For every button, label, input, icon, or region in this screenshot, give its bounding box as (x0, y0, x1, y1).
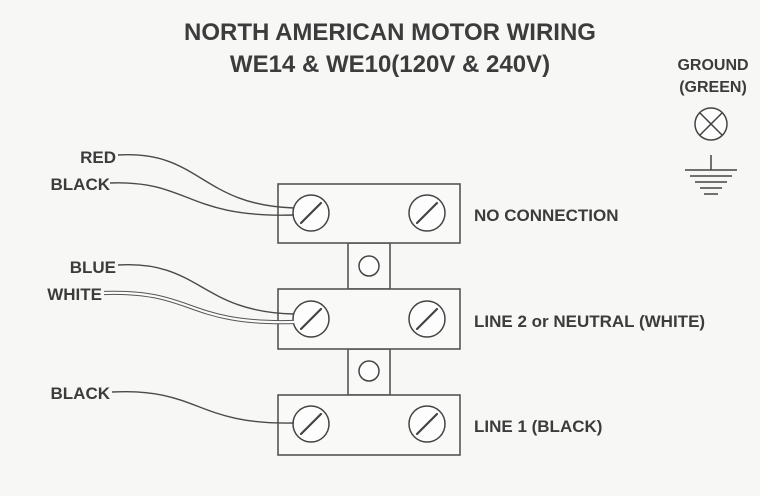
wire-label-black-bottom: BLACK (51, 384, 111, 403)
wire-label-red: RED (80, 148, 116, 167)
black-wire-top (109, 182, 295, 216)
wire-label-black-top: BLACK (51, 175, 111, 194)
block-connector-upper (347, 242, 391, 290)
ground-icon (685, 107, 737, 195)
wire-label-blue: BLUE (70, 258, 116, 277)
title-line-1: NORTH AMERICAN MOTOR WIRING (184, 19, 596, 46)
blue-wire (117, 264, 295, 315)
terminal-label-top: NO CONNECTION (474, 206, 619, 225)
terminal-block-top (277, 183, 461, 244)
wire-label-white: WHITE (47, 285, 102, 304)
white-wire (103, 290, 295, 325)
terminal-block-middle (277, 288, 461, 350)
block-connector-lower (347, 348, 391, 396)
red-wire (117, 154, 295, 209)
ground-color-label: (GREEN) (679, 79, 747, 96)
ground-label: GROUND (677, 57, 748, 74)
black-wire-bottom (111, 391, 295, 424)
title-line-2: WE14 & WE10(120V & 240V) (230, 51, 550, 78)
terminal-label-bottom: LINE 1 (BLACK) (474, 417, 602, 436)
terminal-label-middle: LINE 2 or NEUTRAL (WHITE) (474, 312, 705, 331)
terminal-block-bottom (277, 394, 461, 456)
